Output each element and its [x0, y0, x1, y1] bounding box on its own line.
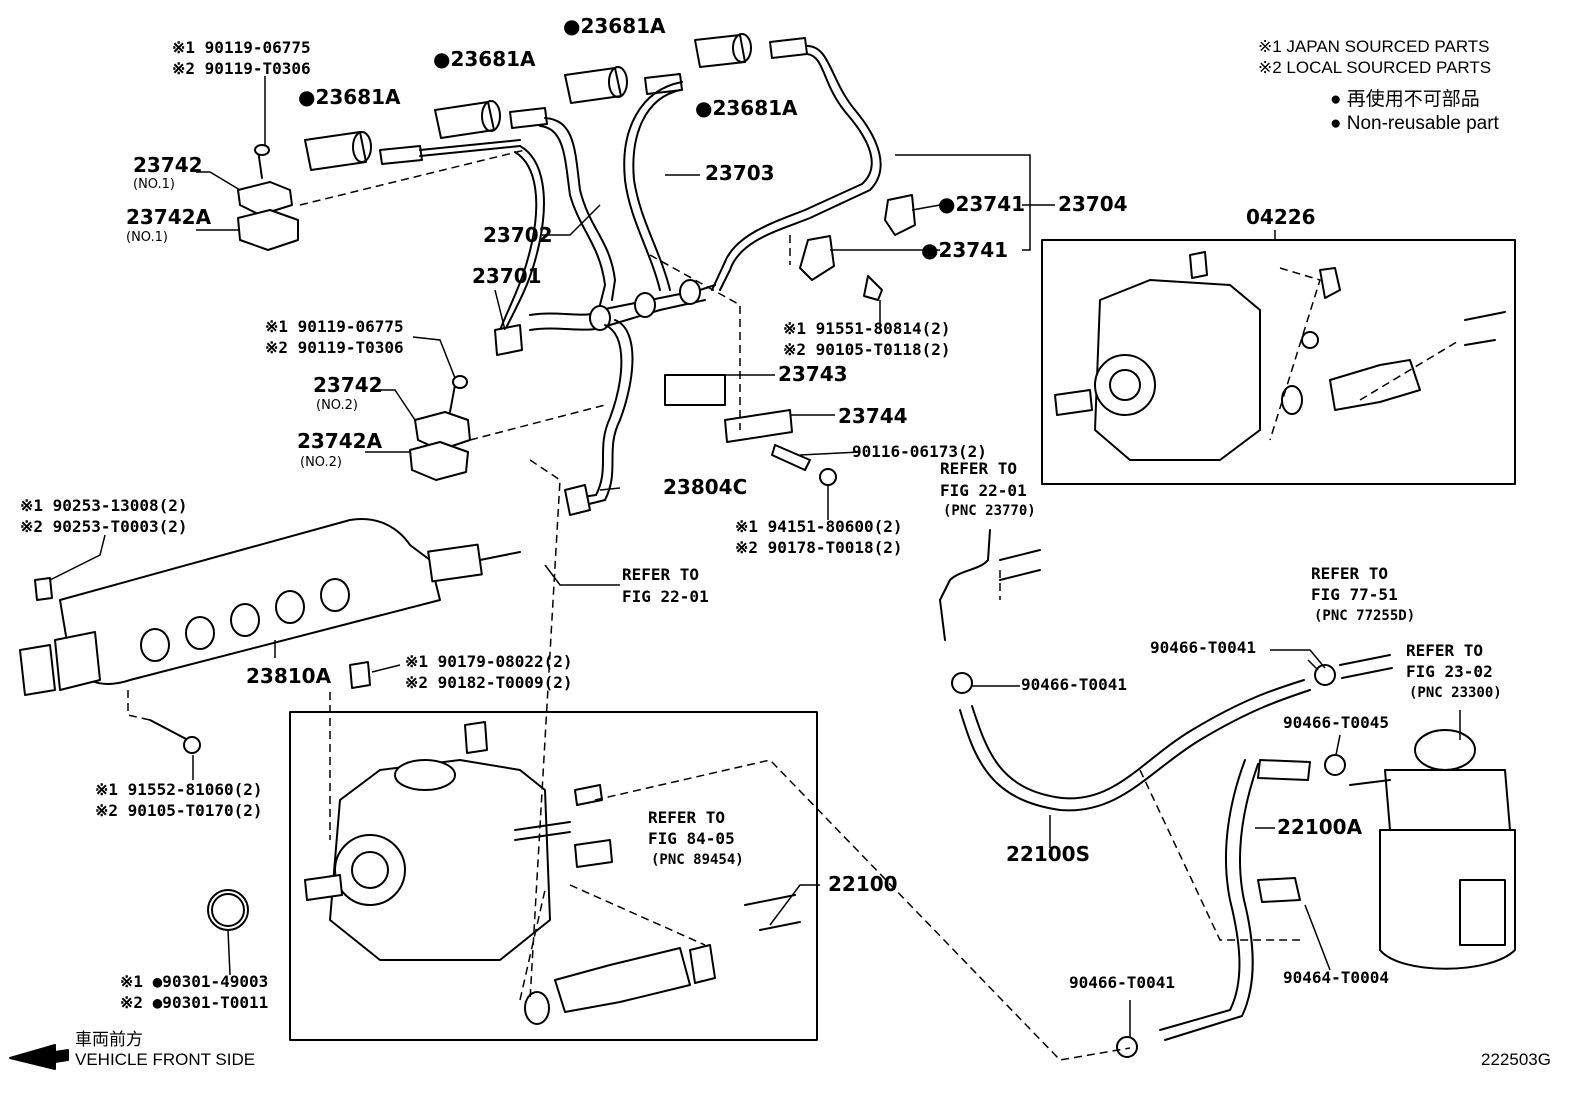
- part-label-23701[interactable]: 23701: [472, 264, 542, 288]
- part-label-23744[interactable]: 23744: [838, 404, 908, 428]
- part-label-23804c[interactable]: 23804C: [663, 475, 748, 499]
- part-label-clamp[interactable]: 90466-T0041: [1150, 638, 1256, 657]
- refer-pnc: (PNC 23770): [943, 503, 1036, 519]
- part-label-bolt-jp[interactable]: ※1 90119-06775: [172, 38, 311, 57]
- refer-pnc: (PNC 89454): [651, 852, 744, 868]
- vehicle-front-en: VEHICLE FRONT SIDE: [75, 1050, 256, 1069]
- refer-fig-22-01[interactable]: FIG 22-01: [622, 587, 709, 606]
- part-label-bolt-jp[interactable]: ※1 91552-81060(2): [95, 780, 263, 799]
- part-label-nut-local[interactable]: ※2 90182-T0009(2): [405, 673, 573, 692]
- part-label-stud[interactable]: 90116-06173(2): [852, 442, 987, 461]
- part-label-oring-local[interactable]: ※2 ●90301-T0011: [120, 993, 269, 1012]
- part-label-23681a[interactable]: ●23681A: [563, 14, 666, 38]
- part-label-23810a[interactable]: 23810A: [246, 664, 332, 688]
- part-label-23741[interactable]: ●23741: [921, 238, 1009, 262]
- legend-japan-sourced: ※1 JAPAN SOURCED PARTS: [1258, 37, 1490, 56]
- part-label-23743[interactable]: 23743: [778, 362, 848, 386]
- refer-fig-22-01[interactable]: REFER TO: [622, 565, 700, 584]
- part-label-23681a[interactable]: ●23681A: [695, 96, 798, 120]
- pipe-sleeve-4: [694, 33, 808, 68]
- refer-fig-84-05[interactable]: FIG 84-05: [648, 829, 735, 848]
- part-label-bolt-jp[interactable]: ※1 90119-06775: [265, 317, 404, 336]
- part-label-clamp[interactable]: 90466-T0041: [1021, 675, 1127, 694]
- part-label-bolt-jp[interactable]: ※1 91551-80814(2): [783, 319, 951, 338]
- part-label-22100[interactable]: 22100: [828, 872, 898, 896]
- refer-fig-22-01[interactable]: REFER TO: [940, 459, 1018, 478]
- part-label-23703[interactable]: 23703: [705, 161, 775, 185]
- refer-fig-77-51[interactable]: REFER TO: [1311, 564, 1389, 583]
- part-label-22100s[interactable]: 22100S: [1006, 842, 1090, 866]
- part-label-23742-no1[interactable]: 23742: [133, 153, 203, 177]
- part-label-bolt-local[interactable]: ※2 90119-T0306: [172, 59, 311, 78]
- part-sub-no2: (NO.2): [300, 455, 342, 470]
- supply-pump-drawing: [304, 721, 801, 1025]
- part-sub-no1: (NO.1): [126, 230, 168, 245]
- part-label-23704[interactable]: 23704: [1058, 192, 1128, 216]
- part-label-23681a[interactable]: ●23681A: [433, 47, 536, 71]
- part-label-clamp[interactable]: 90466-T0041: [1069, 973, 1175, 992]
- legend-nonreusable-jp: ● 再使用不可部品: [1330, 89, 1480, 110]
- legend-local-sourced: ※2 LOCAL SOURCED PARTS: [1258, 58, 1492, 77]
- part-label-23702[interactable]: 23702: [483, 223, 553, 247]
- illustration-code: 222503G: [1481, 1050, 1551, 1069]
- part-label-90464[interactable]: 90464-T0004: [1283, 968, 1389, 987]
- refer-fig-77-51[interactable]: FIG 77-51: [1311, 585, 1398, 604]
- fuel-hoses-drawing: [939, 529, 1393, 1058]
- part-label-23741[interactable]: ●23741: [938, 192, 1026, 216]
- part-label-23742-no2[interactable]: 23742: [313, 373, 383, 397]
- part-label-nut-local[interactable]: ※2 90178-T0018(2): [735, 538, 903, 557]
- vehicle-front-jp: 車両前方: [75, 1030, 143, 1049]
- legend-nonreusable-en: ● Non-reusable part: [1330, 113, 1499, 134]
- part-label-23742a-no2[interactable]: 23742A: [297, 429, 383, 453]
- pipe-sleeve-1: [304, 131, 521, 171]
- common-rail-drawing: [19, 518, 521, 696]
- refer-fig-23-02[interactable]: FIG 23-02: [1406, 662, 1493, 681]
- part-label-plug-jp[interactable]: ※1 90253-13008(2): [20, 496, 188, 515]
- part-label-04226[interactable]: 04226: [1246, 205, 1316, 229]
- part-label-23681a[interactable]: ●23681A: [298, 85, 401, 109]
- part-label-22100a[interactable]: 22100A: [1277, 815, 1363, 839]
- pipe-sleeve-2: [434, 100, 548, 139]
- refer-pnc: (PNC 23300): [1409, 685, 1502, 701]
- part-label-bolt-local[interactable]: ※2 90105-T0170(2): [95, 801, 263, 820]
- pipe-sleeve-3: [564, 66, 683, 104]
- part-sub-no2: (NO.2): [316, 398, 358, 413]
- refer-fig-23-02[interactable]: REFER TO: [1406, 641, 1484, 660]
- part-label-bolt-local[interactable]: ※2 90119-T0306: [265, 338, 404, 357]
- part-label-plug-local[interactable]: ※2 90253-T0003(2): [20, 517, 188, 536]
- injection-pipes-drawing: [304, 33, 882, 516]
- part-label-23742a-no1[interactable]: 23742A: [126, 205, 212, 229]
- part-label-nut-jp[interactable]: ※1 94151-80600(2): [735, 517, 903, 536]
- clamp-23742-no2-drawing: [409, 375, 471, 481]
- supply-pump-04226-drawing: [1054, 251, 1506, 461]
- part-label-bolt-local[interactable]: ※2 90105-T0118(2): [783, 340, 951, 359]
- refer-fig-22-01[interactable]: FIG 22-01: [940, 481, 1027, 500]
- clamp-23742-no1-drawing: [237, 144, 299, 251]
- fuel-filter-drawing: [1349, 729, 1516, 970]
- part-label-clamp[interactable]: 90466-T0045: [1283, 713, 1389, 732]
- part-sub-no1: (NO.1): [133, 177, 175, 192]
- part-label-nut-jp[interactable]: ※1 90179-08022(2): [405, 652, 573, 671]
- refer-fig-84-05[interactable]: REFER TO: [648, 808, 726, 827]
- part-label-oring-jp[interactable]: ※1 ●90301-49003: [120, 972, 269, 991]
- refer-pnc: (PNC 77255D): [1314, 608, 1416, 624]
